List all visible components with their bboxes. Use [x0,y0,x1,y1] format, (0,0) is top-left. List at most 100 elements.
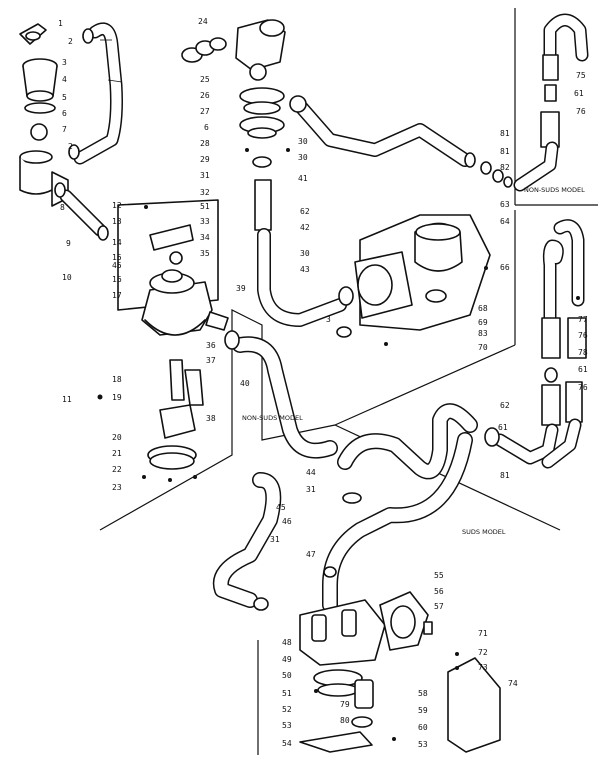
callout: 51 [200,202,210,211]
callout: 2 [68,142,73,151]
non-suds-outlet-hose [224,330,338,459]
standpipe-assembly [181,19,472,327]
callout: 8 [60,203,65,212]
callout: 32 [200,188,210,197]
callout: 20 [112,433,122,442]
callout: 6 [204,123,209,132]
callout: 30 [298,153,308,162]
callout: 61 [498,423,508,432]
callout: 25 [200,75,210,84]
callout: 22 [112,465,122,474]
callout: 2 [68,37,73,46]
callout: 17 [112,291,122,300]
callout: 41 [298,174,308,183]
callout: 43 [300,265,310,274]
callout: 19 [112,393,122,402]
callout: 45 [276,503,286,512]
callout: 53 [418,740,428,749]
callout: 57 [434,602,444,611]
callout: 39 [236,284,246,293]
callout: 29 [200,155,210,164]
callout: 50 [282,671,292,680]
callout: 15 [112,253,122,262]
callout: 69 [478,318,488,327]
callout: 79 [340,700,350,709]
callout: 42 [300,223,310,232]
callout: 10 [62,273,72,282]
callout: 31 [306,485,316,494]
callout: 81 [500,129,510,138]
callout: 30 [300,249,310,258]
callout: 62 [300,207,310,216]
callout: 3 [326,315,331,324]
callout: 23 [112,483,122,492]
callout: 78 [578,348,588,357]
callout: 31 [200,171,210,180]
callout: 7 [62,125,67,134]
callout: 55 [434,571,444,580]
suds-pump-assembly [299,591,501,753]
callout: 82 [500,163,510,172]
vent-hose-assembly [19,22,123,241]
callout: 61 [578,365,588,374]
callout: 13 [112,217,122,226]
callout: 73 [478,663,488,672]
callout: 76 [576,107,586,116]
callout: 74 [508,679,518,688]
callout: 18 [112,375,122,384]
callout: 76 [578,383,588,392]
callout: 52 [282,705,292,714]
callout: 37 [206,356,216,365]
callout: 30 [298,137,308,146]
callout: 56 [434,587,444,596]
callout: 9 [66,239,71,248]
callout: 64 [500,217,510,226]
callouts: 1 2 3 4 5 6 7 2 8 9 10 11 12 13 14 15 16… [58,17,588,749]
callout: 21 [112,449,122,458]
callout: 81 [500,471,510,480]
callout: 72 [478,648,488,657]
callout: 80 [340,716,350,725]
callout: 28 [200,139,210,148]
callout: 38 [206,414,216,423]
suds-drain-hose [493,219,587,469]
non-suds-model-top-label: NON-SUDS MODEL [524,186,585,194]
callout: 62 [500,401,510,410]
callout: 58 [418,689,428,698]
callout: 14 [112,238,122,247]
callout: 45 [112,261,122,270]
callout: 16 [112,275,122,284]
callout: 48 [282,638,292,647]
callout: 46 [282,517,292,526]
callout: 47 [306,550,316,559]
model-labels: NON-SUDS MODEL NON-SUDS MODEL SUDS MODEL [242,186,585,536]
callout: 68 [478,304,488,313]
suds-model-label: SUDS MODEL [462,528,506,536]
callout: 83 [478,329,488,338]
suds-model-hoses [212,403,500,613]
callout: 59 [418,706,428,715]
callout: 61 [574,89,584,98]
callout: 54 [282,739,292,748]
callout: 70 [478,343,488,352]
callout: 5 [62,93,67,102]
callout: 27 [200,107,210,116]
callout: 34 [200,233,210,242]
callout: 1 [58,19,63,28]
valve-assembly [97,199,229,482]
callout: 66 [500,263,510,272]
callout: 31 [270,535,280,544]
callout: 3 [62,58,67,67]
callout: 63 [500,200,510,209]
callout: 33 [200,217,210,226]
pump-assembly [336,152,513,346]
callout: 75 [576,71,586,80]
callout: 12 [112,201,122,210]
callout: 77 [578,315,588,324]
non-suds-model-center-label: NON-SUDS MODEL [242,414,303,422]
callout: 24 [198,17,208,26]
callout: 26 [200,91,210,100]
callout: 49 [282,655,292,664]
callout: 11 [62,395,72,404]
